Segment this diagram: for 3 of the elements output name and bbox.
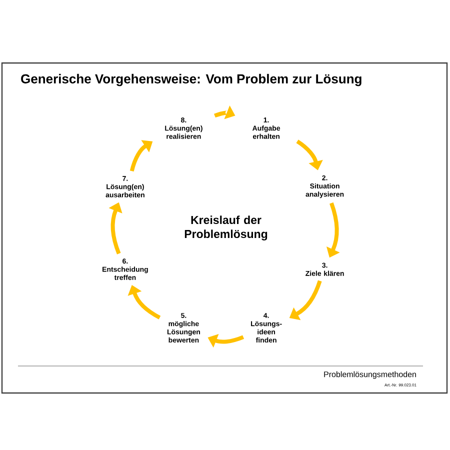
footer-text: Problemlösungsmethoden [324, 371, 416, 379]
center-title: Kreislauf der Problemlösung [184, 216, 268, 240]
slide-title: Generische Vorgehensweise: Vom Problem zur Lösung [21, 74, 362, 86]
